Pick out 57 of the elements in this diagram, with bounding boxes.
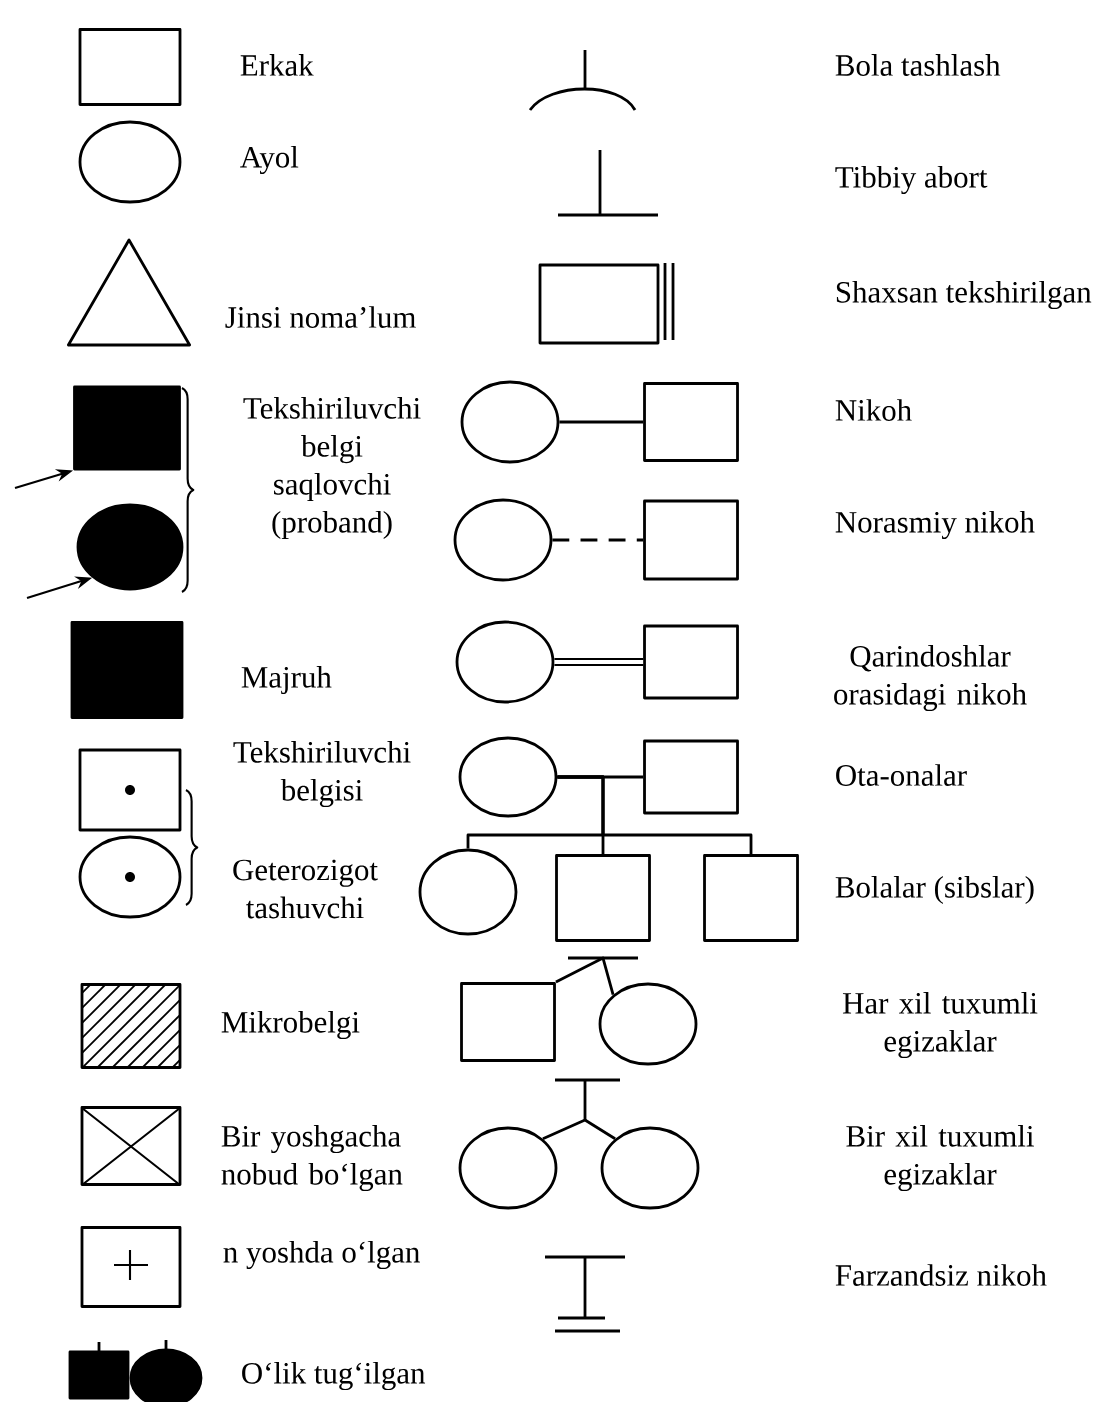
square-symbol [643,624,739,700]
symbol-label: Nikoh [835,399,912,421]
circle-symbol [598,982,698,1066]
symbol-label: Ota-onalar [836,764,967,786]
symbol-label: Tekshiriluvchi belgi saqlovchi (proband) [243,397,421,539]
symbol-label: Jinsi noma’lum [225,306,416,328]
circle-symbol [78,120,182,204]
pedigree-line [559,420,644,424]
circle-symbol [129,1340,203,1402]
circle-symbol [78,835,182,919]
symbol-label: Norasmiy nikoh [835,510,1035,540]
circle-symbol [453,498,553,582]
square-symbol [643,499,739,581]
symbol-label: Farzandsiz nikoh [835,1264,1047,1286]
square-symbol [80,1106,182,1187]
square-symbol [643,739,739,815]
pedigree-line [557,775,753,855]
square-symbol [80,1226,182,1308]
symbol-label: Majruh [241,666,332,695]
symbol-label: Bir xil tuxumli egizaklar [846,1124,1034,1192]
symbol-label: Ayol [240,145,299,175]
square-symbol [70,621,184,719]
square-symbol [555,854,651,942]
symbol-label: Geterozigot tashuvchi [233,859,378,919]
circle-symbol [418,848,518,936]
symbol-label: Tekshiriluvchi belgisi [233,740,411,808]
circle-symbol [458,1126,558,1210]
symbol-label: Har xil tuxumli egizaklar [842,991,1038,1059]
symbol-label: Tibbiy abort [835,165,988,195]
pedigree-line [555,956,615,996]
circle-symbol [460,380,560,464]
square-symbol [460,982,556,1062]
symbol-label: Shaxsan tekshirilgan [836,280,1092,310]
square-symbol [538,263,675,345]
square-symbol [73,385,181,471]
symbol-label: O‘lik tug‘ilgan [242,1361,426,1391]
square-symbol [703,854,799,942]
pedigree-line [554,658,644,666]
square-symbol [78,748,182,832]
symbol-label: Bolalar (sibslar) [835,876,1034,905]
symbol-label: Qarindoshlar orasidagi nikoh [834,644,1027,712]
symbol-label: n yoshda o‘lgan [223,1240,420,1270]
triangle-symbol [66,238,192,347]
symbol-label: Erkak [240,54,314,76]
circle-symbol [455,620,555,704]
symbol-label: Mikrobelgi [221,1010,360,1040]
circle-symbol [458,736,558,818]
pedigree-line [542,1118,616,1141]
pedigree-line [552,538,644,542]
square-symbol [78,28,182,106]
symbol-label: Bir yoshgacha nobud bo‘lgan [221,1124,403,1192]
square-symbol [80,983,182,1069]
circle-symbol [76,503,184,591]
circle-symbol [600,1126,700,1210]
symbol-label: Bola tashlash [835,54,1001,76]
square-symbol [643,382,739,462]
square-symbol [68,1342,130,1400]
